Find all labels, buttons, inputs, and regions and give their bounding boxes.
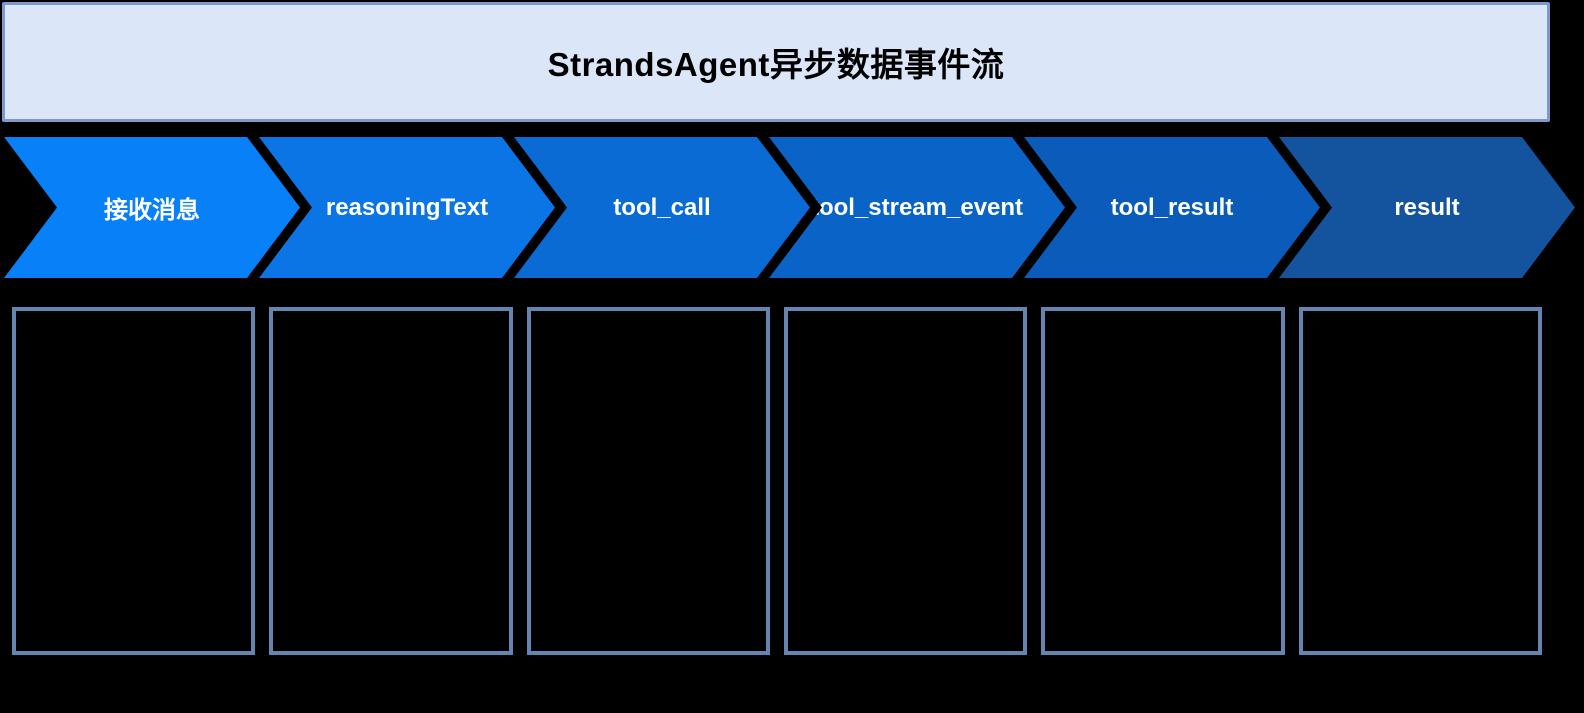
event-content-box-2 <box>269 307 513 655</box>
event-content-box-4 <box>783 307 1028 655</box>
step-chevron-tool-stream-event: tool_stream_event <box>769 137 1065 278</box>
step-label: reasoningText <box>325 193 489 221</box>
step-label: tool_result <box>1110 193 1234 221</box>
step-chevron-tool-call: tool_call <box>514 137 810 278</box>
event-content-box-5 <box>1041 307 1285 655</box>
event-content-box-6 <box>1298 307 1542 655</box>
event-content-box-1 <box>12 307 256 655</box>
title-banner: StrandsAgent异步数据事件流 <box>2 2 1550 122</box>
event-content-box-3 <box>526 307 770 655</box>
event-flow-chevrons: 接收消息 reasoningText tool_call tool_stream… <box>4 137 1584 278</box>
step-label: tool_call <box>613 193 711 221</box>
event-content-boxes <box>12 307 1542 655</box>
step-label: tool_stream_event <box>810 193 1024 221</box>
step-label: 接收消息 <box>104 197 200 224</box>
diagram-title: StrandsAgent异步数据事件流 <box>547 46 1005 83</box>
step-chevron-reasoning-text: reasoningText <box>259 137 555 278</box>
step-chevron-result: result <box>1279 137 1575 278</box>
step-chevron-receive-message: 接收消息 <box>4 137 300 278</box>
step-label: result <box>1394 193 1460 221</box>
step-chevron-tool-result: tool_result <box>1024 137 1320 278</box>
